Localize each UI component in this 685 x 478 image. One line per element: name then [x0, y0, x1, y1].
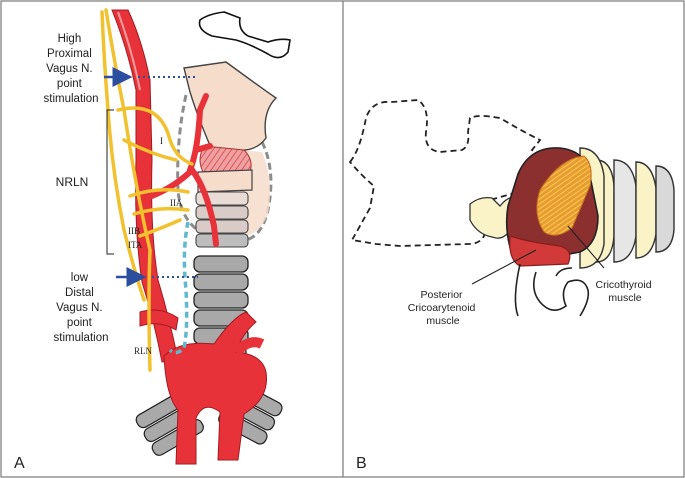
- vagus-nerve: [100, 8, 152, 372]
- panel-a-letter: A: [14, 455, 25, 472]
- cricoid-cartilage: [197, 169, 253, 193]
- nrln-branches: [116, 106, 194, 238]
- low-label: low Distal Vagus N. point stimulation: [54, 272, 109, 344]
- trachea-upper: [195, 191, 249, 248]
- panel-b: Posterior Cricoarytenoid muscle Cricothy…: [348, 99, 675, 472]
- nrln-label: NRLN: [56, 175, 89, 189]
- hyoid-bone: [198, 11, 291, 59]
- pca-muscle: [509, 235, 571, 267]
- blank-area: [496, 330, 662, 460]
- high-label: High Proximal Vagus N. point stimulation: [44, 33, 99, 105]
- ct-label: Cricothyroid muscle: [596, 279, 655, 304]
- pca-label: Posterior Cricoarytenoid muscle: [408, 289, 479, 327]
- nrln-bracket: [106, 109, 114, 255]
- panel-a: High Proximal Vagus N. point stimulation…: [14, 8, 291, 472]
- branch-i-label: I: [160, 136, 163, 146]
- panel-b-letter: B: [356, 455, 367, 472]
- lower-outline: [514, 263, 590, 317]
- branch-iib-label: IIB: [128, 226, 140, 236]
- thyroid-cartilage: [183, 61, 278, 151]
- branch-ita-label: ITA: [128, 240, 143, 250]
- carotid-artery: [111, 9, 179, 363]
- rln-path: [168, 221, 190, 355]
- dashed-outline: [348, 99, 561, 247]
- ct-pointer: [567, 225, 605, 269]
- aortic-arch: [163, 311, 268, 465]
- rln-label: RLN: [134, 346, 153, 356]
- branch-iia-label: IIA: [170, 198, 183, 208]
- pca-pointer: [471, 249, 537, 285]
- cricothyroid-muscle: [536, 155, 592, 236]
- thyroid-arteries: [149, 93, 219, 247]
